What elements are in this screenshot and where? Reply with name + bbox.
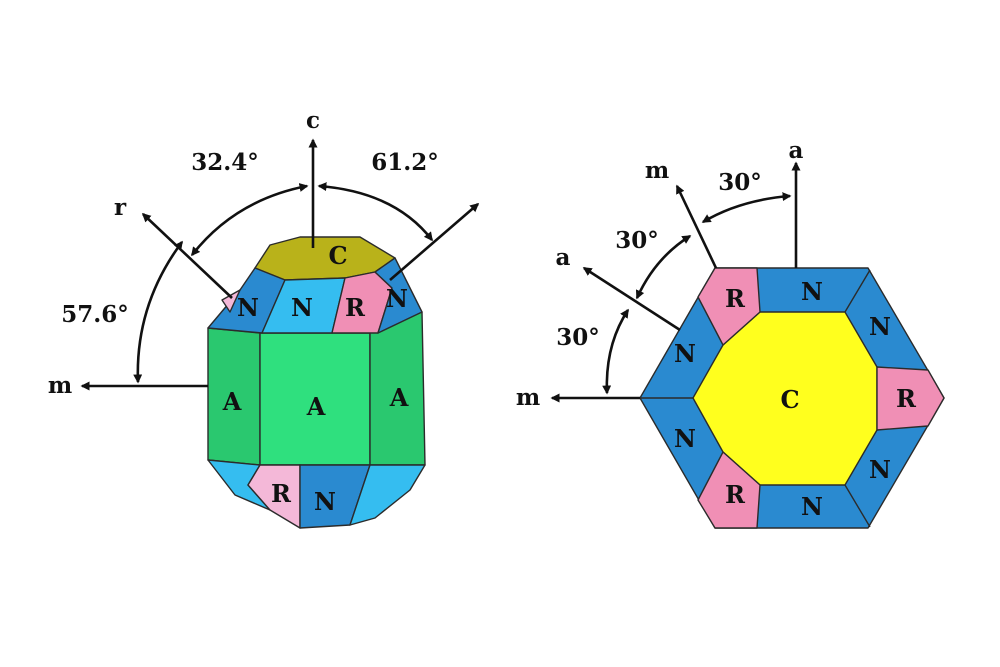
angle-label-a-m2: 30° (556, 324, 600, 351)
axis-label-a-top: a (789, 137, 804, 164)
face-label-n-3: N (386, 284, 408, 313)
angle-arc-a-m (701, 192, 792, 224)
face-label-n-2: N (291, 293, 313, 322)
face-label-c-center: C (780, 385, 799, 414)
angle-arc-c-n (317, 182, 434, 242)
axis-label-a-left: a (556, 244, 571, 271)
face-label-r-2: R (271, 479, 292, 508)
lower-face-n-right (349, 464, 426, 526)
ring-face-r-upper-left (697, 267, 761, 346)
upper-face-r-sliver (221, 289, 241, 313)
ring-divider-1 (844, 269, 871, 313)
left-crystal: c r m 32.4° 61.2° 57.6° C N N R N A A A … (48, 107, 480, 529)
angle-arc-c-r (190, 183, 309, 257)
axis-label-r: r (114, 194, 127, 221)
ring-face-r-right (876, 366, 945, 431)
upper-face-n-right (374, 257, 423, 334)
face-label-a-3: A (389, 383, 409, 412)
angle-arc-m-a (635, 234, 692, 300)
face-label-n-4: N (314, 487, 336, 516)
angle-label-a-m: 30° (718, 169, 762, 196)
r-axis-arrow (141, 212, 233, 299)
ring-divider-2 (844, 484, 871, 528)
face-label-a-2: A (306, 392, 326, 421)
face-label-r-1: R (345, 293, 366, 322)
ring-face-r-lower-left (697, 451, 761, 529)
face-label-a-1: A (222, 387, 242, 416)
center-face-c (692, 311, 878, 486)
face-label-n-1: N (237, 293, 259, 322)
axis-label-m-upper: m (645, 157, 669, 184)
angle-label-m-a: 30° (615, 227, 659, 254)
ring-label-r-upper-left: R (725, 284, 746, 313)
angle-arc-a-m2 (602, 308, 630, 395)
ring-label-n-top: N (801, 277, 823, 306)
angle-label-r-m: 57.6° (61, 301, 129, 328)
right-crystal: a m a m 30° 30° 30° C N N R N N R N R N (516, 137, 945, 529)
angle-label-c-r: 32.4° (191, 149, 259, 176)
n-axis-arrow (389, 203, 480, 281)
axis-label-m-left: m (48, 372, 72, 399)
ring-label-r-right: R (896, 384, 917, 413)
lower-face-r (247, 464, 301, 529)
angle-label-c-n: 61.2° (371, 149, 439, 176)
ring-label-r-lower-left: R (725, 480, 746, 509)
ring-label-n-left-upper: N (674, 339, 696, 368)
angle-arc-r-m (133, 240, 184, 384)
face-label-c: C (328, 241, 347, 270)
m-axis-arrow-upper (675, 184, 718, 269)
ring-label-n-left-lower: N (674, 424, 696, 453)
a-axis-arrow-left (582, 266, 681, 332)
axis-label-m-left: m (516, 384, 540, 411)
ring-label-n-upper-right: N (869, 312, 891, 341)
ring-label-n-lower-right: N (869, 455, 891, 484)
axis-label-c: c (306, 107, 320, 134)
ring-label-n-bottom: N (801, 492, 823, 521)
